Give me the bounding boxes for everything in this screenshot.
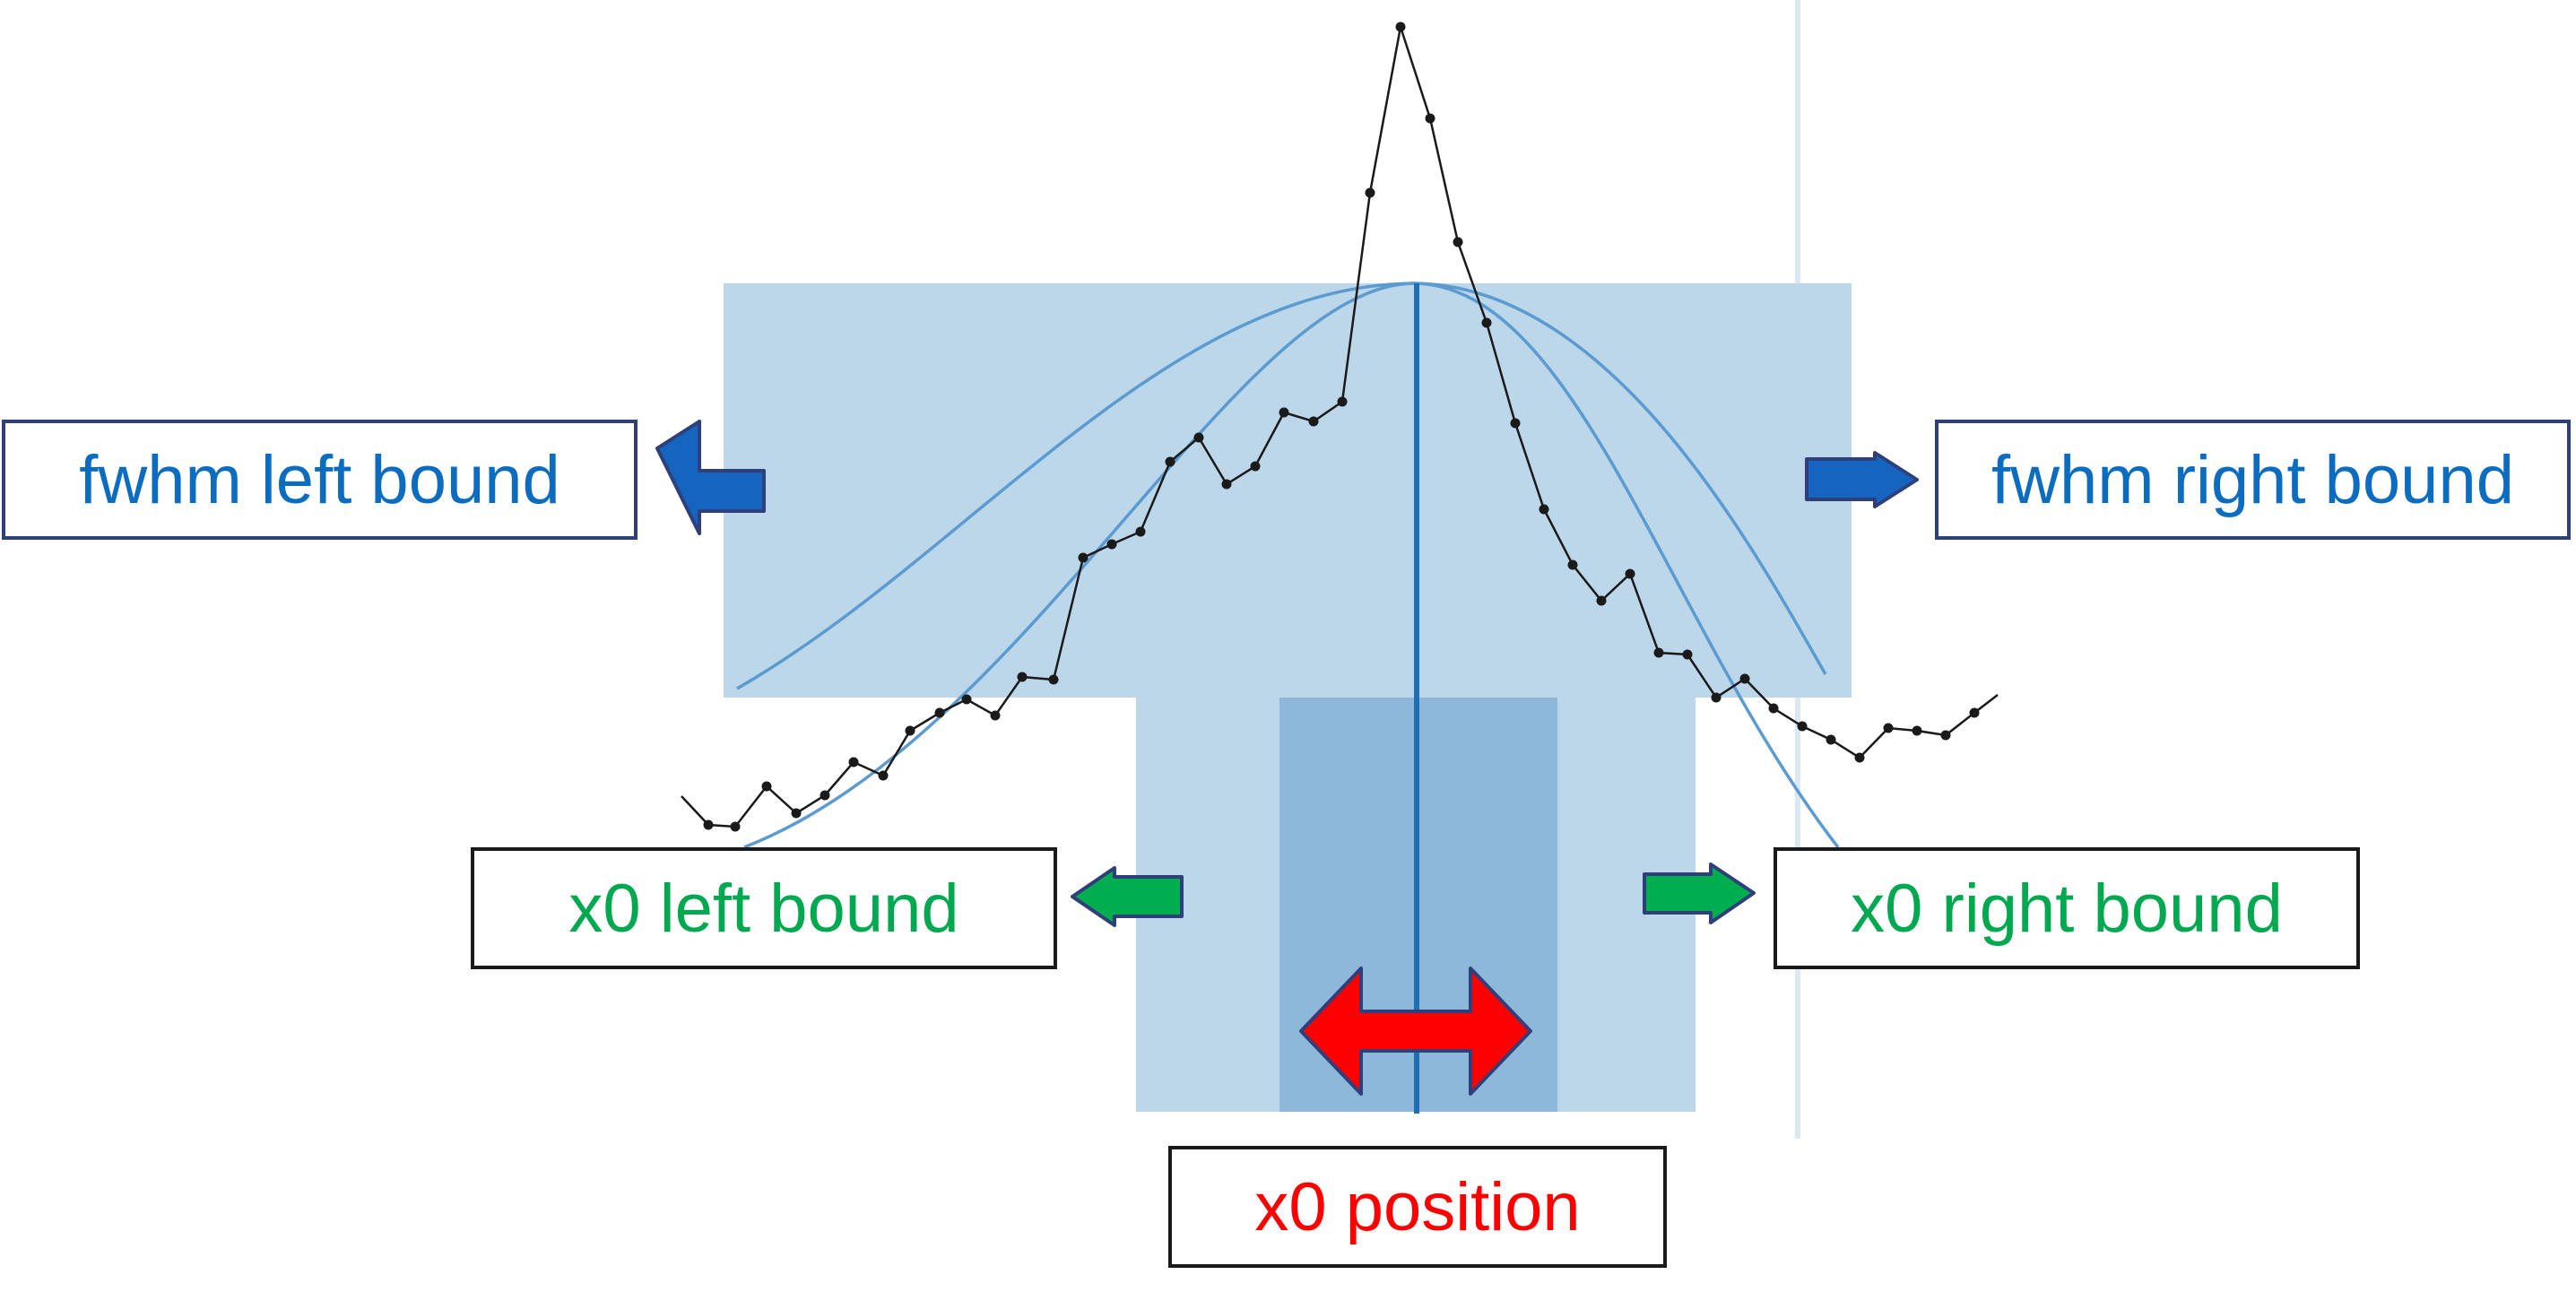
data-point [1883, 723, 1894, 733]
data-point [1567, 559, 1578, 570]
x0-left-bound-label: x0 left bound [471, 847, 1057, 969]
data-point [1193, 432, 1204, 443]
wide-fit-curve [736, 282, 1827, 690]
data-point [703, 819, 714, 830]
data-point [1048, 674, 1059, 685]
data-point [1453, 237, 1463, 247]
data-point [1395, 22, 1406, 32]
data-point [820, 790, 830, 801]
x0-position-double-arrow-icon [1299, 967, 1532, 1096]
x0-left-arrow-icon [1071, 866, 1184, 927]
data-point [1739, 673, 1750, 684]
data-point [1337, 396, 1348, 407]
data-point [1912, 725, 1922, 736]
data-point [1221, 479, 1232, 490]
data-point [1078, 552, 1089, 563]
data-point [1510, 418, 1521, 429]
data-point [1017, 672, 1028, 682]
data-point [961, 694, 972, 705]
data-point [761, 781, 772, 792]
data-point [1711, 692, 1722, 703]
fwhm-region [724, 283, 1852, 698]
data-point [1308, 416, 1319, 427]
data-point [1940, 730, 1951, 741]
x0-right-arrow-icon [1643, 863, 1756, 924]
data-point [1653, 647, 1664, 658]
narrow-fit-curve [743, 282, 1840, 849]
data-point [730, 821, 741, 832]
data-point [848, 757, 859, 767]
data-point [1539, 504, 1549, 515]
data-point [1481, 317, 1492, 328]
data-point [1106, 539, 1117, 550]
data-point [990, 710, 1001, 721]
x0-position-label: x0 position [1168, 1146, 1667, 1268]
data-point [934, 707, 945, 718]
x0-right-bound-label: x0 right bound [1774, 847, 2360, 969]
data-point [878, 770, 889, 781]
fwhm-left-arrow-icon [655, 420, 766, 535]
data-series [681, 22, 1999, 832]
data-point [1768, 703, 1779, 714]
data-point [1596, 595, 1607, 606]
fwhm-right-bound-label: fwhm right bound [1935, 420, 2571, 540]
data-point [1279, 407, 1289, 418]
data-point [1826, 734, 1836, 745]
data-point [1165, 456, 1175, 467]
data-point [1135, 526, 1146, 537]
fwhm-right-arrow-icon [1805, 451, 1919, 508]
data-point [1365, 187, 1375, 198]
data-point [791, 808, 802, 819]
data-point [905, 725, 915, 736]
data-point [1854, 752, 1865, 763]
data-point [1625, 568, 1635, 579]
data-point [1969, 707, 1980, 718]
data-point [1250, 461, 1261, 472]
data-point [1425, 113, 1435, 124]
data-point [1682, 649, 1693, 660]
fwhm-left-bound-label: fwhm left bound [2, 420, 637, 540]
data-point [1797, 721, 1808, 732]
